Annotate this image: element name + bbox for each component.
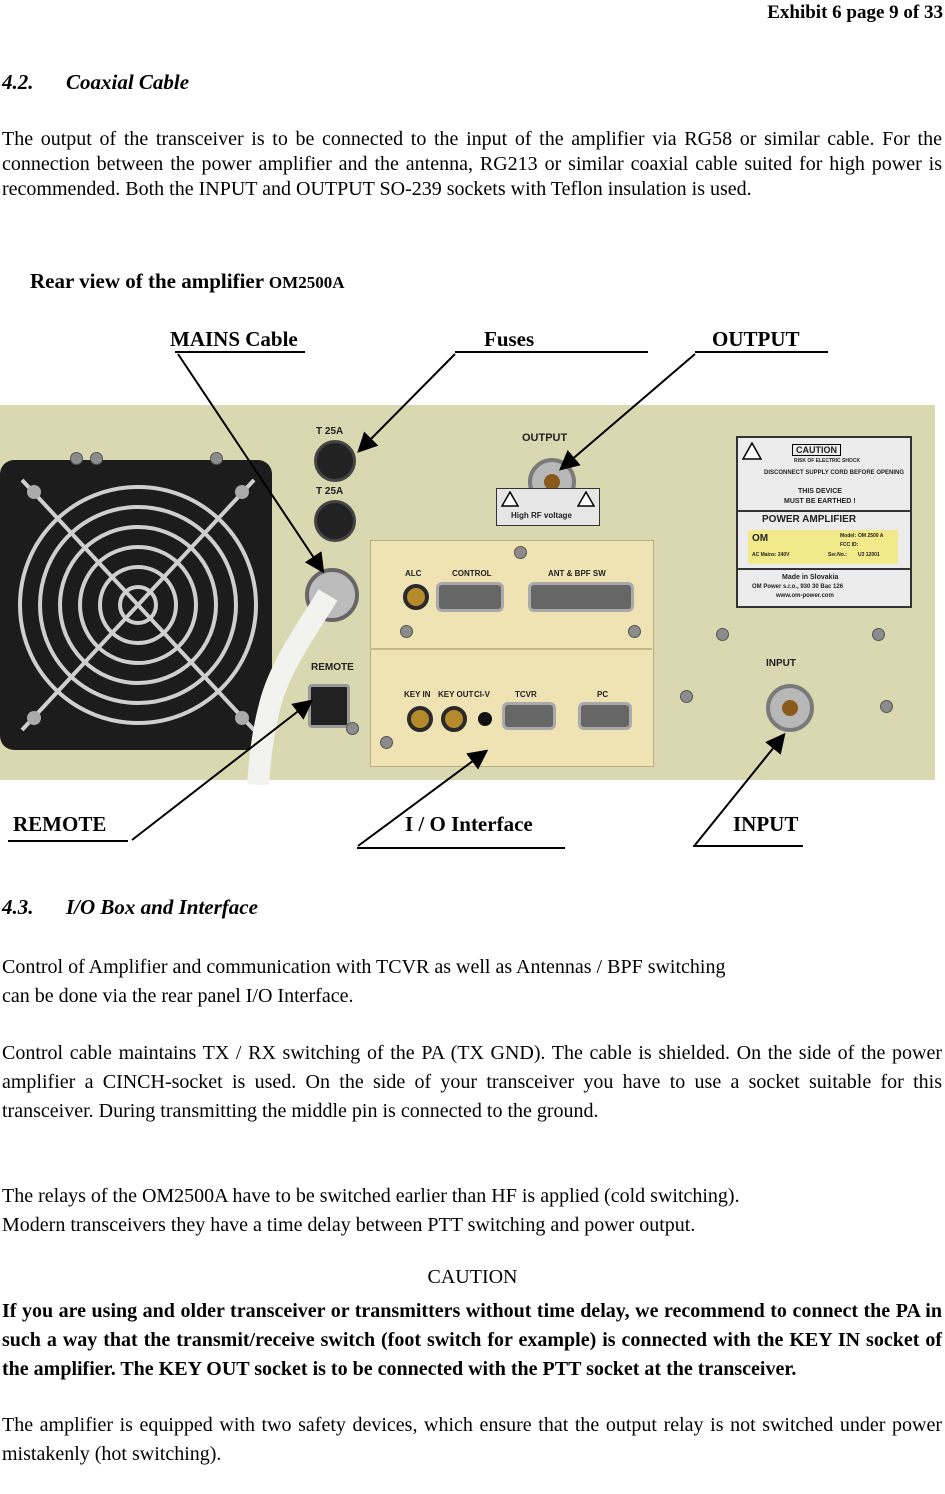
- pc-label: PC: [597, 690, 609, 699]
- disconnect-label: DISCONNECT SUPPLY CORD BEFORE OPENING: [764, 470, 905, 476]
- rating-plate: OM Model: OM 2500 A FCC ID: AC Mains: 24…: [748, 530, 898, 564]
- ant-bpf-dsub-connector: [528, 582, 634, 612]
- callout-mains-cable: MAINS Cable: [170, 327, 298, 351]
- high-rf-warning-box: High RF voltage: [496, 488, 600, 526]
- warning-triangle-icon: [577, 491, 595, 507]
- screw-icon: [380, 736, 393, 749]
- caution-sticker: CAUTION RISK OF ELECTRIC SHOCK DISCONNEC…: [736, 436, 912, 608]
- screw-icon: [514, 546, 527, 559]
- company-website: www.om-power.com: [776, 593, 834, 599]
- paragraph-relays: The relays of the OM2500A have to be swi…: [2, 1182, 740, 1240]
- made-in-label: Made in Slovakia: [782, 574, 839, 581]
- screw-icon: [716, 628, 729, 641]
- caution-sticker-title: CAUTION: [792, 444, 841, 456]
- rear-view-text: Rear view of the amplifier: [30, 269, 269, 293]
- callout-io-interface: I / O Interface: [405, 812, 533, 836]
- key-in-label: KEY IN: [404, 690, 431, 699]
- callout-remote: REMOTE: [13, 812, 107, 836]
- warning-triangle-icon: [501, 491, 519, 507]
- rear-view-model: OM2500A: [268, 273, 345, 292]
- input-label: INPUT: [766, 658, 796, 669]
- control-dsub-connector: [436, 582, 504, 612]
- key-in-rca-socket: [407, 706, 433, 732]
- alc-label: ALC: [405, 569, 422, 578]
- fuse-label-1: T 25A: [316, 426, 344, 437]
- pc-dsub-connector: [578, 702, 632, 730]
- paragraph-line: can be done via the rear panel I/O Inter…: [2, 985, 354, 1007]
- om-logo: OM: [752, 533, 769, 544]
- screw-icon: [628, 625, 641, 638]
- earthed-line2: MUST BE EARTHED !: [784, 498, 856, 505]
- callout-input: INPUT: [733, 812, 799, 836]
- callout-output: OUTPUT: [712, 327, 800, 351]
- callout-fuses: Fuses: [484, 327, 535, 351]
- alc-rca-socket: [403, 584, 429, 610]
- company-address: OM Power s.r.o., 930 30 Bac 126: [752, 584, 844, 590]
- screw-icon: [70, 452, 83, 465]
- fuse-holder-2: [314, 500, 356, 542]
- ac-mains-label: AC Mains: 240V: [752, 552, 790, 558]
- remote-label: REMOTE: [311, 662, 354, 673]
- caution-paragraph: If you are using and older transceiver o…: [2, 1300, 942, 1380]
- paragraph-safety: The amplifier is equipped with two safet…: [2, 1414, 942, 1465]
- civ-label: CI-V: [474, 690, 490, 699]
- section-title: I/O Box and Interface: [66, 895, 258, 919]
- screw-icon: [680, 690, 693, 703]
- paragraph-coaxial: The output of the transceiver is to be c…: [2, 128, 942, 200]
- fcc-label: FCC ID:: [840, 542, 859, 548]
- rear-view-caption: Rear view of the amplifier OM2500A: [30, 269, 344, 294]
- screw-icon: [400, 625, 413, 638]
- section-heading-4-3: 4.3. I/O Box and Interface: [2, 895, 258, 920]
- serial-value: U3 12001: [858, 552, 880, 558]
- fuse-label-2: T 25A: [316, 486, 344, 497]
- key-out-rca-socket: [441, 706, 467, 732]
- risk-shock-label: RISK OF ELECTRIC SHOCK: [794, 458, 861, 464]
- warning-triangle-icon: [742, 442, 762, 460]
- remote-rj45-jack: [308, 684, 350, 728]
- section-number: 4.2.: [2, 70, 34, 94]
- model-label: Model:: [840, 533, 857, 539]
- screw-icon: [880, 700, 893, 713]
- ant-bpf-label: ANT & BPF SW: [548, 569, 606, 578]
- output-label: OUTPUT: [522, 432, 568, 444]
- tcvr-label: TCVR: [515, 690, 537, 699]
- model-value: OM 2500 A: [858, 533, 884, 539]
- fuse-holder-1: [314, 440, 356, 482]
- paragraph-line: Modern transceivers they have a time del…: [2, 1214, 696, 1236]
- power-amplifier-label: POWER AMPLIFIER: [762, 514, 857, 525]
- key-out-label: KEY OUT: [438, 690, 474, 699]
- caution-heading: CAUTION: [427, 1266, 518, 1288]
- paragraph-line: The relays of the OM2500A have to be swi…: [2, 1185, 740, 1207]
- input-so239-socket: [766, 684, 814, 732]
- screw-icon: [90, 452, 103, 465]
- io-plate-divider: [370, 648, 652, 650]
- tcvr-dsub-connector: [502, 702, 556, 730]
- section-title: Coaxial Cable: [66, 70, 190, 94]
- screw-icon: [210, 452, 223, 465]
- screw-icon: [872, 628, 885, 641]
- mains-cable-gland: [305, 568, 359, 622]
- paragraph-control-cable: Control cable maintains TX / RX switchin…: [2, 1042, 942, 1122]
- high-rf-label: High RF voltage: [511, 511, 572, 520]
- civ-jack: [478, 712, 492, 726]
- earthed-line1: THIS DEVICE: [798, 488, 842, 495]
- section-number: 4.3.: [2, 895, 34, 919]
- screw-icon: [346, 722, 359, 735]
- paragraph-io-intro: Control of Amplifier and communication w…: [2, 953, 725, 1011]
- page-header: Exhibit 6 page 9 of 33: [767, 2, 943, 23]
- serial-label: Ser.No.:: [828, 552, 847, 558]
- section-heading-4-2: 4.2. Coaxial Cable: [2, 70, 189, 95]
- paragraph-line: Control of Amplifier and communication w…: [2, 956, 726, 978]
- control-label: CONTROL: [452, 569, 492, 578]
